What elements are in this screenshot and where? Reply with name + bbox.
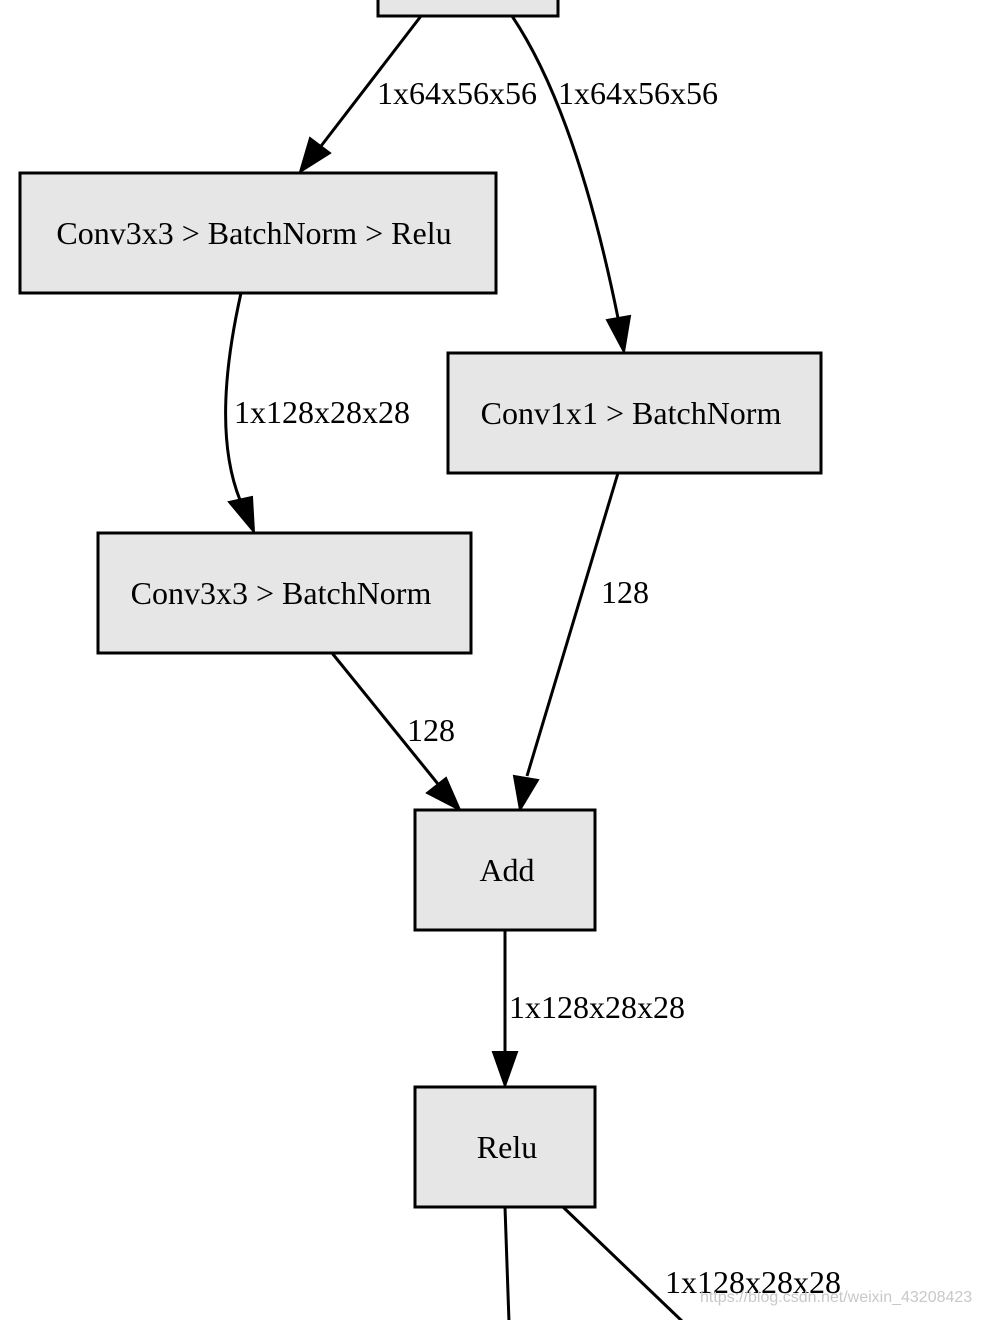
- edge-top-to-conv1x1-bn: [510, 15, 620, 319]
- edge-label-conv1x1-bn-to-add: 128: [601, 574, 649, 610]
- edge-label-top-to-conv1x1-bn: 1x64x56x56: [558, 75, 718, 111]
- arrowhead-add-right: [512, 774, 540, 813]
- node-conv3x3-bn-relu-label: Conv3x3 > BatchNorm > Relu: [56, 215, 451, 251]
- edge-conv3x3-bn-to-add: [330, 652, 440, 785]
- edge-top-to-conv3x3-bn-relu: [316, 15, 423, 151]
- node-relu-label: Relu: [477, 1129, 537, 1165]
- node-add[interactable]: [413, 808, 597, 932]
- edge-conv3x3-bn-relu-to-conv3x3-bn: [224, 292, 243, 501]
- arrowhead-add-left: [425, 776, 463, 813]
- edge-label-top-to-conv3x3-bn-relu: 1x64x56x56: [377, 75, 537, 111]
- watermark-text: https://blog.csdn.net/weixin_43208423: [700, 1289, 972, 1306]
- edge-relu-to-next: [561, 1205, 684, 1320]
- node-conv1x1-bn-label: Conv1x1 > BatchNorm: [481, 395, 782, 431]
- node-top-partial[interactable]: [376, 0, 560, 18]
- arrowhead-conv3x3-bn: [227, 495, 256, 535]
- node-conv3x3-bn[interactable]: [96, 531, 473, 655]
- arrowhead-conv1x1-bn: [605, 314, 632, 356]
- node-conv1x1-bn[interactable]: [446, 351, 823, 475]
- edge-relu-down: [503, 1206, 511, 1320]
- edge-label-add-to-relu: 1x128x28x28: [509, 989, 685, 1025]
- node-conv3x3-bn-relu[interactable]: [18, 171, 498, 295]
- edge-conv1x1-bn-to-add: [525, 472, 620, 777]
- arrowhead-conv3x3-bn-relu: [298, 136, 332, 175]
- arrowhead-relu: [491, 1051, 519, 1090]
- edge-label-conv3x3-bn-relu-to-conv3x3-bn: 1x128x28x28: [234, 394, 410, 430]
- node-conv3x3-bn-label: Conv3x3 > BatchNorm: [131, 575, 432, 611]
- node-add-label: Add: [479, 852, 534, 888]
- edge-label-conv3x3-bn-to-add: 128: [407, 712, 455, 748]
- edge-label-relu-to-next: 1x128x28x28: [665, 1264, 841, 1300]
- node-relu[interactable]: [413, 1085, 597, 1209]
